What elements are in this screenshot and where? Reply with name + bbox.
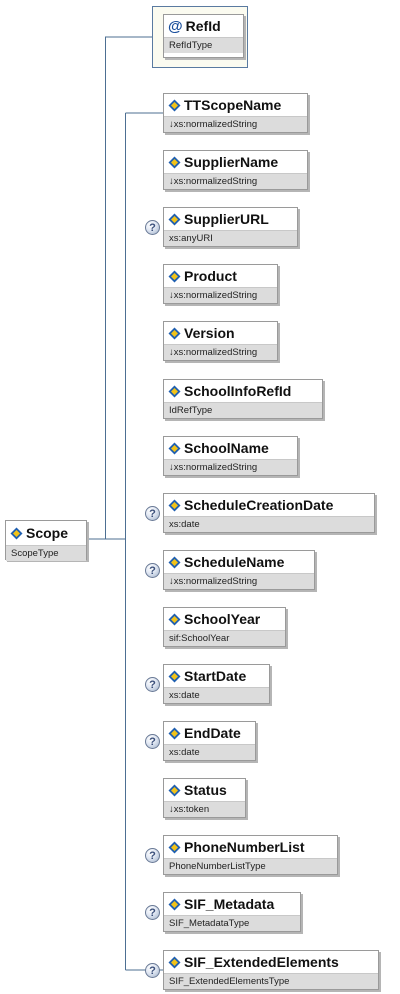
element-icon — [168, 613, 181, 625]
element-name: SchoolName — [184, 440, 269, 456]
element-type: ↓xs:normalizedString — [164, 459, 297, 475]
element-title: SchoolInfoRefId — [164, 380, 322, 402]
element-name: PhoneNumberList — [184, 839, 305, 855]
optional-icon: ? — [145, 734, 160, 749]
element-node[interactable]: StartDate xs:date — [163, 664, 270, 704]
element-title: ScheduleCreationDate — [164, 494, 374, 516]
element-node[interactable]: Product ↓xs:normalizedString — [163, 264, 278, 304]
optional-icon: ? — [145, 963, 160, 978]
element-title: SupplierURL — [164, 208, 297, 230]
element-node[interactable]: SchoolName ↓xs:normalizedString — [163, 436, 298, 476]
element-name: ScheduleName — [184, 554, 285, 570]
element-node[interactable]: SupplierName ↓xs:normalizedString — [163, 150, 308, 190]
attribute-type: RefIdType — [164, 37, 243, 53]
element-name: EndDate — [184, 725, 241, 741]
element-icon — [10, 527, 23, 539]
root-node-scope[interactable]: Scope ScopeType — [5, 520, 87, 561]
element-icon — [168, 327, 181, 339]
element-name: SupplierURL — [184, 211, 269, 227]
element-icon — [168, 499, 181, 511]
element-name: SchoolYear — [184, 611, 261, 627]
element-icon — [168, 556, 181, 568]
element-name: SchoolInfoRefId — [184, 383, 292, 399]
element-name: StartDate — [184, 668, 247, 684]
element-icon — [168, 841, 181, 853]
element-name: SIF_ExtendedElements — [184, 954, 339, 970]
optional-icon: ? — [145, 563, 160, 578]
element-node[interactable]: Status ↓xs:token — [163, 778, 246, 818]
element-type: PhoneNumberListType — [164, 858, 337, 874]
element-name: Status — [184, 782, 227, 798]
element-type: xs:date — [164, 687, 269, 703]
element-title: StartDate — [164, 665, 269, 687]
element-type: ↓xs:normalizedString — [164, 116, 307, 132]
element-type: sif:SchoolYear — [164, 630, 285, 646]
element-title: ScheduleName — [164, 551, 314, 573]
element-title: Version — [164, 322, 277, 344]
element-type: ↓xs:token — [164, 801, 245, 817]
element-name: Product — [184, 268, 237, 284]
root-name: Scope — [26, 525, 69, 541]
element-title: SupplierName — [164, 151, 307, 173]
element-type: IdRefType — [164, 402, 322, 418]
optional-icon: ? — [145, 506, 160, 521]
element-title: Product — [164, 265, 277, 287]
element-icon — [168, 956, 181, 968]
element-type: ↓xs:normalizedString — [164, 344, 277, 360]
element-type: xs:date — [164, 516, 374, 532]
element-icon — [168, 385, 181, 397]
element-icon — [168, 99, 181, 111]
element-title: TTScopeName — [164, 94, 307, 116]
element-name: Version — [184, 325, 235, 341]
element-title: Status — [164, 779, 245, 801]
element-type: xs:date — [164, 744, 255, 760]
element-type: ↓xs:normalizedString — [164, 287, 277, 303]
element-icon — [168, 213, 181, 225]
element-icon — [168, 670, 181, 682]
element-node[interactable]: SchoolYear sif:SchoolYear — [163, 607, 286, 647]
element-icon — [168, 270, 181, 282]
element-icon — [168, 727, 181, 739]
element-node[interactable]: ScheduleCreationDate xs:date — [163, 493, 375, 533]
element-title: SIF_ExtendedElements — [164, 951, 378, 973]
element-type: xs:anyURI — [164, 230, 297, 246]
element-title: EndDate — [164, 722, 255, 744]
attribute-name: RefId — [185, 18, 221, 34]
element-icon — [168, 784, 181, 796]
optional-icon: ? — [145, 220, 160, 235]
element-node[interactable]: EndDate xs:date — [163, 721, 256, 761]
element-type: SIF_MetadataType — [164, 915, 300, 931]
element-type: ↓xs:normalizedString — [164, 573, 314, 589]
element-title: SchoolName — [164, 437, 297, 459]
element-icon — [168, 898, 181, 910]
optional-icon: ? — [145, 848, 160, 863]
attribute-at-icon: @ — [168, 17, 183, 35]
root-type: ScopeType — [6, 545, 86, 561]
element-type: ↓xs:normalizedString — [164, 173, 307, 189]
element-node[interactable]: TTScopeName ↓xs:normalizedString — [163, 93, 308, 133]
element-icon — [168, 156, 181, 168]
element-icon — [168, 442, 181, 454]
attribute-node-refid[interactable]: @ RefId RefIdType — [163, 14, 244, 58]
element-name: TTScopeName — [184, 97, 282, 113]
element-name: ScheduleCreationDate — [184, 497, 334, 513]
element-name: SupplierName — [184, 154, 279, 170]
element-node[interactable]: ScheduleName ↓xs:normalizedString — [163, 550, 315, 590]
element-type: SIF_ExtendedElementsType — [164, 973, 378, 989]
element-node[interactable]: Version ↓xs:normalizedString — [163, 321, 278, 361]
element-name: SIF_Metadata — [184, 896, 275, 912]
element-node[interactable]: SupplierURL xs:anyURI — [163, 207, 298, 247]
element-title: SIF_Metadata — [164, 893, 300, 915]
optional-icon: ? — [145, 905, 160, 920]
element-title: PhoneNumberList — [164, 836, 337, 858]
element-title: SchoolYear — [164, 608, 285, 630]
optional-icon: ? — [145, 677, 160, 692]
